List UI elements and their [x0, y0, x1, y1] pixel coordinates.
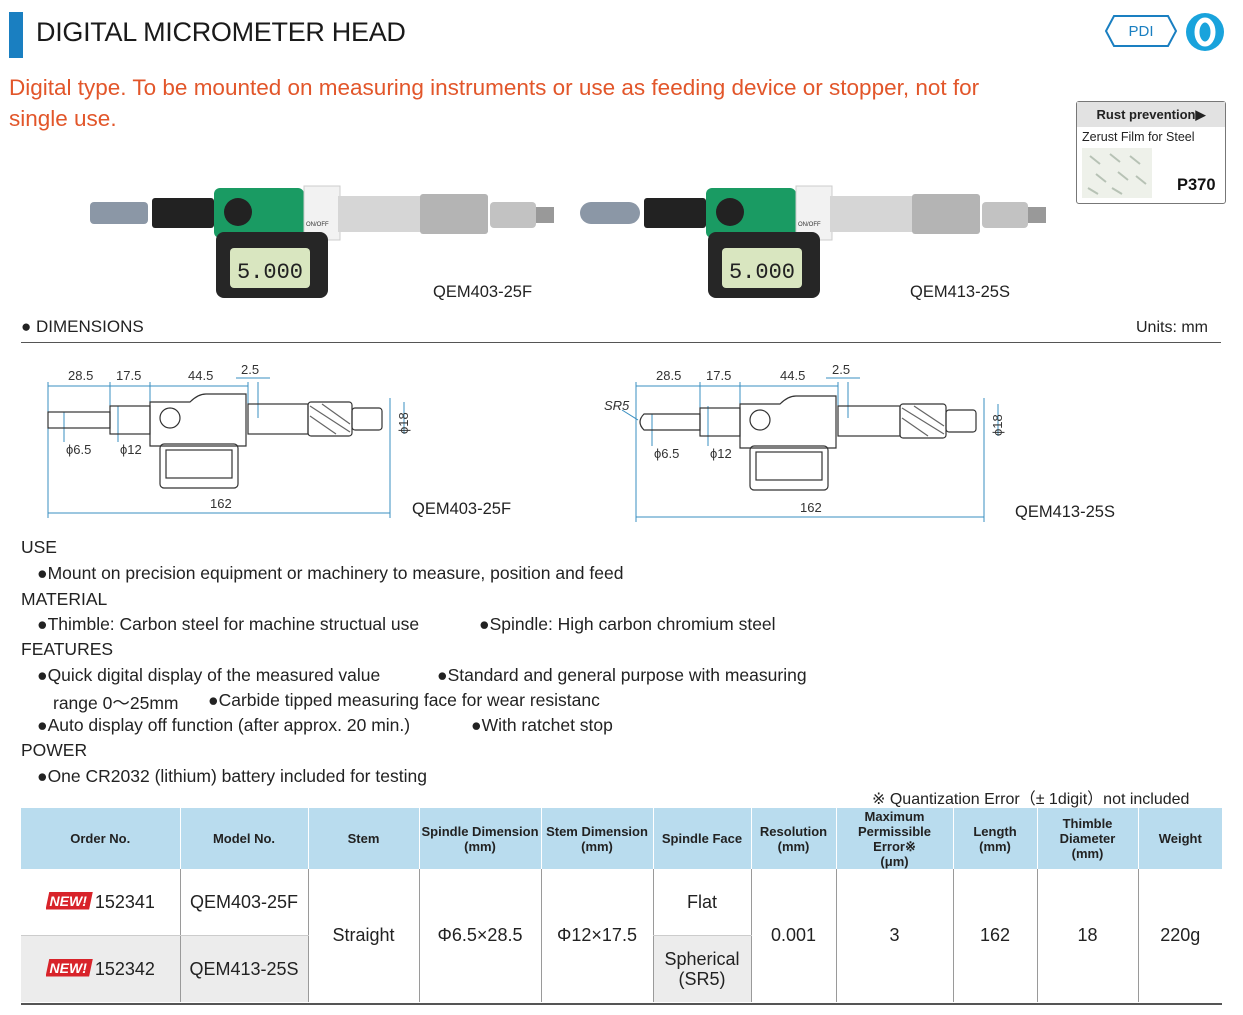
material-item-thimble: ●Thimble: Carbon steel for machine struc… [37, 614, 420, 634]
pdi-logo-icon [1186, 13, 1224, 51]
svg-text:2.5: 2.5 [241, 362, 259, 377]
resolution-cell: 0.001 [750, 869, 836, 1002]
svg-text:17.5: 17.5 [706, 368, 731, 383]
quantization-note: ※ Quantization Error（± 1digit）not includ… [872, 791, 1190, 808]
dimension-drawing-qem413: SR5 28.5 17.5 44.5 2.5 ϕ6.5 ϕ12 162 ϕ18 [604, 362, 1005, 522]
model-no-cell: QEM403-25F [179, 869, 308, 936]
material-heading: MATERIAL [21, 589, 108, 609]
svg-text:ϕ6.5: ϕ6.5 [654, 446, 679, 461]
max-error-cell: 3 [835, 869, 953, 1002]
units-label: Units: mm [1136, 319, 1208, 336]
svg-text:2.5: 2.5 [832, 362, 850, 377]
model-no-cell: QEM413-25S [179, 935, 308, 1002]
spec-table: Order No. Model No. Stem Spindle Dimensi… [21, 808, 1222, 1002]
rust-product-name: Zerust Film for Steel [1082, 130, 1195, 144]
col-stem-dimension: Stem Dimension(mm) [540, 808, 653, 869]
col-resolution: Resolution(mm) [750, 808, 836, 869]
features-heading: FEATURES [21, 639, 114, 659]
svg-text:162: 162 [800, 500, 822, 515]
svg-text:28.5: 28.5 [68, 368, 93, 383]
svg-text:ϕ18: ϕ18 [990, 414, 1005, 436]
rust-page-ref: P370 [1177, 176, 1216, 194]
table-bottom-rule [21, 1003, 1222, 1005]
col-spindle-dimension: Spindle Dimension(mm) [418, 808, 541, 869]
new-badge: NEW! [45, 958, 93, 977]
feature-item: ●With ratchet stop [471, 715, 613, 735]
pdi-badge: PDI [1104, 15, 1178, 47]
feature-item: ●Auto display off function (after approx… [37, 715, 411, 735]
table-row: NEW!152341 QEM403-25F Straight Φ6.5×28.5… [21, 869, 1222, 1002]
page-title: DIGITAL MICROMETER HEAD [36, 17, 406, 47]
svg-text:44.5: 44.5 [188, 368, 213, 383]
feature-item: ●Quick digital display of the measured v… [37, 665, 381, 685]
col-weight: Weight [1137, 808, 1222, 869]
order-no-cell[interactable]: NEW!152341 [21, 869, 180, 936]
thimble-diameter-cell: 18 [1036, 869, 1138, 1002]
dimensions-heading: ● DIMENSIONS [21, 317, 144, 336]
svg-text:44.5: 44.5 [780, 368, 805, 383]
col-order-no: Order No. [21, 808, 180, 869]
product-label-qem403: QEM403-25F [433, 283, 533, 301]
stem-dimension-cell: Φ12×17.5 [540, 869, 653, 1002]
table-header-row: Order No. Model No. Stem Spindle Dimensi… [21, 808, 1222, 869]
feature-item: ●Standard and general purpose with measu… [437, 665, 807, 685]
product-photo-qem403: ON/OFF 5.000 [90, 185, 554, 298]
material-item-spindle: ●Spindle: High carbon chromium steel [479, 614, 776, 634]
bullet-icon: ● [21, 317, 32, 336]
drawing-label-qem413: QEM413-25S [1015, 503, 1115, 521]
order-no-cell[interactable]: NEW!152342 [21, 935, 180, 1002]
tagline: Digital type. To be mounted on measuring… [9, 75, 980, 131]
svg-text:ϕ6.5: ϕ6.5 [66, 442, 91, 457]
rust-prevention-heading: Rust prevention▶ [1077, 102, 1225, 127]
svg-text:17.5: 17.5 [116, 368, 141, 383]
length-cell: 162 [952, 869, 1037, 1002]
svg-text:ϕ18: ϕ18 [396, 412, 411, 434]
zerust-film-image [1082, 148, 1152, 198]
dimension-drawing-qem403: 28.5 17.5 44.5 2.5 ϕ6.5 ϕ12 162 ϕ18 [47, 362, 411, 518]
svg-text:ϕ12: ϕ12 [120, 442, 142, 457]
lcd-reading: 5.000 [729, 260, 795, 285]
product-photo-qem413: ON/OFF 5.000 [580, 185, 1046, 298]
title-accent-bar [9, 12, 23, 58]
power-heading: POWER [21, 740, 88, 760]
svg-text:ON/OFF: ON/OFF [798, 222, 821, 228]
col-stem: Stem [307, 808, 419, 869]
lcd-reading: 5.000 [237, 260, 303, 285]
use-item: ●Mount on precision equipment or machine… [37, 563, 624, 583]
pdi-label: PDI [1128, 23, 1153, 40]
drawing-label-qem403: QEM403-25F [412, 500, 512, 518]
spindle-face-cell: Spherical(SR5) [652, 935, 751, 1002]
svg-text:28.5: 28.5 [656, 368, 681, 383]
rust-prevention-box[interactable]: Rust prevention▶ Zerust Film for Steel P… [1076, 101, 1226, 204]
svg-text:SR5: SR5 [604, 398, 630, 413]
new-badge: NEW! [45, 891, 93, 910]
spindle-dimension-cell: Φ6.5×28.5 [418, 869, 541, 1002]
spindle-face-cell: Flat [652, 869, 751, 936]
svg-text:162: 162 [210, 496, 232, 511]
feature-item-cont: range 0〜25mm [53, 693, 179, 713]
section-divider [21, 342, 1221, 343]
col-spindle-face: Spindle Face [652, 808, 751, 869]
svg-text:ϕ12: ϕ12 [710, 446, 732, 461]
svg-text:ON/OFF: ON/OFF [306, 222, 329, 228]
power-item: ●One CR2032 (lithium) battery included f… [37, 766, 427, 786]
weight-cell: 220g [1137, 869, 1222, 1002]
col-length: Length(mm) [952, 808, 1037, 869]
product-label-qem413: QEM413-25S [910, 283, 1010, 301]
stem-cell: Straight [307, 869, 419, 1002]
col-model-no: Model No. [179, 808, 308, 869]
table-row: NEW!152342 QEM413-25S Spherical(SR5) [21, 935, 1222, 1002]
use-heading: USE [21, 537, 57, 557]
feature-item: ●Carbide tipped measuring face for wear … [208, 690, 600, 710]
